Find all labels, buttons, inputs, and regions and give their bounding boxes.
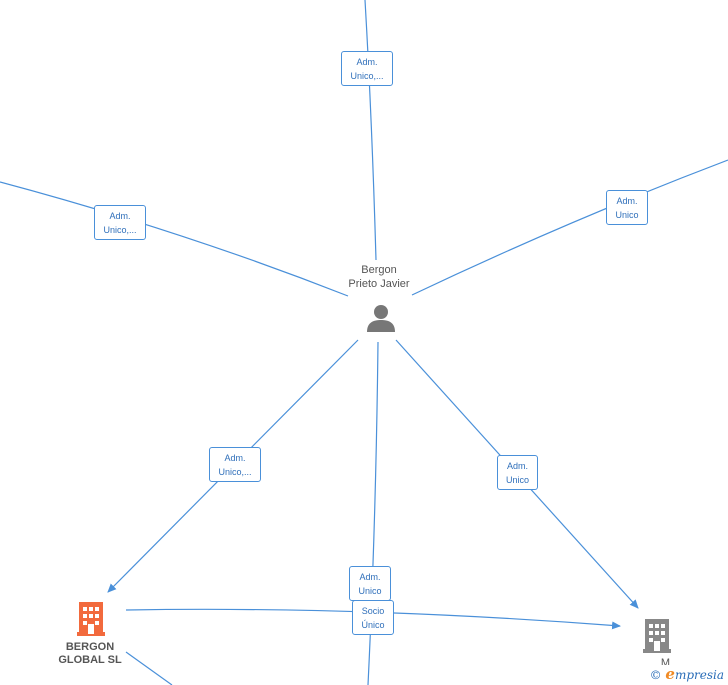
company-right-line1: M: [660, 657, 670, 669]
copyright-symbol: ©: [649, 668, 662, 682]
brand-name: mpresia: [674, 668, 724, 682]
edge-label-line1: Adm.: [616, 195, 638, 206]
edge-label-line2: Unico,...: [103, 224, 137, 235]
edge-label-upper-right[interactable]: Adm. Unico: [606, 190, 648, 225]
company-name-left[interactable]: BERGON GLOBAL SL: [40, 641, 140, 667]
edge-label-line2: Unico,...: [350, 70, 384, 81]
edge-label-line1: Adm.: [506, 460, 528, 471]
edge-label-line1: Adm.: [359, 571, 381, 582]
company-left-line1: BERGON: [65, 641, 115, 653]
edge-label-line1: Socio: [361, 605, 385, 616]
edge-label-line1: Adm.: [224, 452, 246, 463]
edge-label-line2: Unico,...: [218, 466, 252, 477]
edge-label-bottom[interactable]: Adm. Unico: [349, 566, 391, 601]
edge-label-lower-left[interactable]: Adm. Unico,...: [209, 447, 261, 482]
edge-label-line2: Unico: [615, 209, 639, 220]
edge-line-top: [364, 0, 377, 261]
company-left-line2: GLOBAL SL: [58, 654, 122, 666]
person-name[interactable]: Bergon Prieto Javier: [330, 263, 428, 291]
edge-label-top[interactable]: Adm. Unico,...: [341, 51, 393, 86]
edge-label-upper-left[interactable]: Adm. Unico,...: [94, 205, 146, 240]
edge-line-bottom: [367, 341, 379, 685]
edge-line-company-down: [125, 651, 173, 685]
person-name-line2: Prieto Javier: [348, 278, 410, 290]
edge-label-line1: Adm.: [356, 56, 378, 67]
edge-label-line2: Unico: [358, 585, 382, 596]
edge-label-line2: Único: [361, 619, 385, 630]
building-icon-highlight[interactable]: [77, 598, 105, 636]
brand-watermark: © empresia: [647, 665, 726, 683]
person-name-line1: Bergon: [361, 264, 397, 276]
edge-label-line1: Adm.: [109, 210, 131, 221]
edge-label-lower-right[interactable]: Adm. Unico: [497, 455, 538, 490]
brand-logo-initial: e: [665, 665, 675, 683]
building-icon[interactable]: [642, 615, 672, 653]
person-icon[interactable]: [366, 303, 396, 333]
edge-line-upper-right: [411, 159, 728, 296]
edge-line-upper-left: [0, 181, 349, 297]
edge-label-line2: Unico: [505, 474, 529, 485]
